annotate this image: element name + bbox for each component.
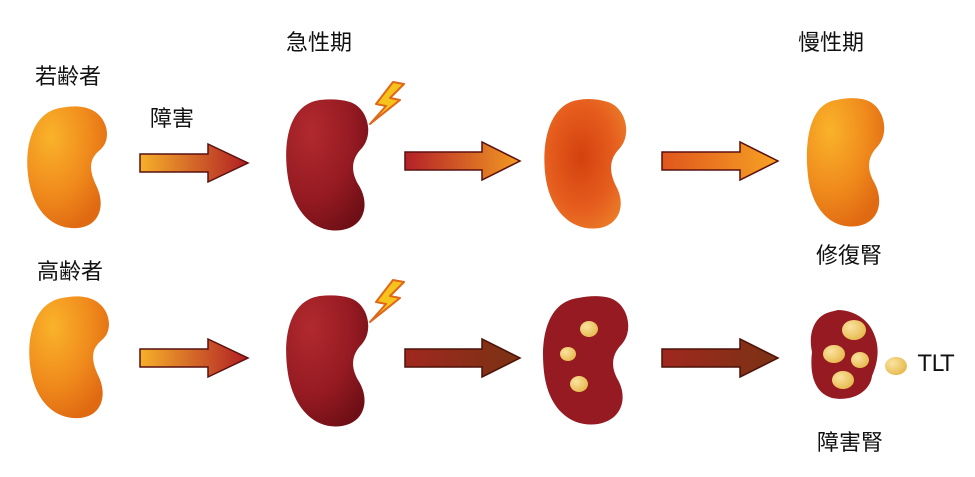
healthy-kidney-young — [27, 106, 107, 229]
damaged-kidney-with-tlt-early — [543, 296, 629, 425]
chronic-phase-label: 慢性期 — [798, 31, 865, 56]
lightning-icon — [369, 81, 405, 125]
tlt-nodule — [570, 376, 588, 392]
lightning-icon — [369, 279, 405, 323]
injury-label: 障害 — [150, 107, 195, 132]
arrow-progression-elderly-chronic — [661, 337, 780, 379]
elderly-label: 高齢者 — [37, 260, 104, 285]
arrow-injury-young — [139, 142, 250, 184]
damaged-kidney-label: 障害腎 — [817, 431, 884, 456]
repaired-kidney — [806, 98, 885, 227]
injured-kidney-elderly — [286, 295, 369, 427]
tlt-label: TLT — [918, 352, 955, 377]
acute-phase-label: 急性期 — [286, 31, 353, 56]
injured-kidney-young — [286, 99, 369, 231]
tlt-nodule — [832, 371, 854, 389]
tlt-nodule — [842, 320, 866, 340]
tlt-nodule — [823, 345, 845, 363]
tlt-nodule — [560, 347, 576, 361]
arrow-heal-young — [661, 140, 780, 182]
repaired-kidney-label: 修復腎 — [816, 244, 883, 269]
tlt-nodule — [851, 352, 869, 368]
arrow-progression-elderly — [404, 337, 522, 379]
tlt-nodule — [580, 321, 598, 337]
tlt-legend-nodule — [885, 357, 907, 375]
healthy-kidney-elderly — [29, 296, 109, 419]
arrow-recovery-young — [404, 140, 522, 182]
recovering-kidney — [544, 98, 627, 229]
young-label: 若齢者 — [35, 65, 102, 90]
arrow-injury-elderly — [139, 337, 250, 379]
